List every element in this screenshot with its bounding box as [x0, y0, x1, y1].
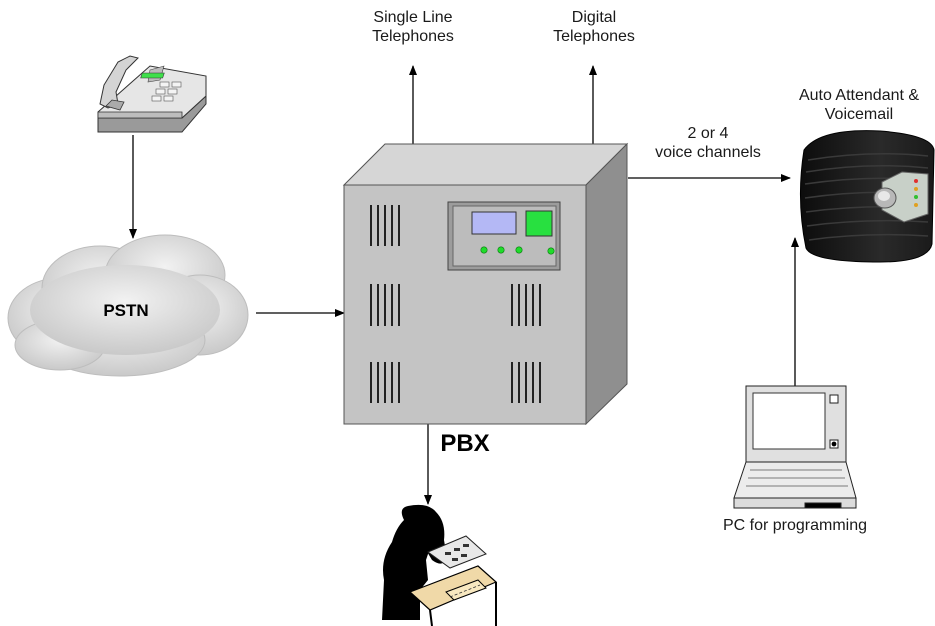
voice-channels-line1: 2 or 4 — [687, 125, 729, 142]
desk-phone-icon — [97, 55, 207, 133]
auto-attendant-label-line1: Auto Attendant & — [798, 87, 920, 104]
digital-label-line1: Digital — [571, 9, 617, 26]
single-line-label-line2: Telephones — [372, 28, 454, 45]
single-line-telephones-label: Single Line Telephones — [352, 8, 474, 46]
pbx-cabinet-icon — [342, 142, 629, 426]
operator-silhouette-icon — [382, 504, 498, 626]
cloud-icon — [7, 234, 249, 377]
voice-channels-line2: voice channels — [655, 144, 761, 161]
pstn-label: PSTN — [103, 301, 149, 320]
voicemail-unit-icon — [799, 130, 935, 263]
pc-for-programming-label: PC for programming — [722, 517, 868, 534]
auto-attendant-voicemail-label: Auto Attendant & Voicemail — [784, 86, 934, 124]
pbx-label: PBX — [440, 430, 490, 457]
voice-channels-label: 2 or 4 voice channels — [638, 124, 778, 162]
connectors — [129, 65, 799, 505]
digital-telephones-label: Digital Telephones — [535, 8, 653, 46]
digital-label-line2: Telephones — [553, 28, 635, 45]
laptop-icon — [733, 385, 857, 509]
single-line-label-line1: Single Line — [373, 9, 453, 26]
auto-attendant-label-line2: Voicemail — [824, 106, 894, 123]
